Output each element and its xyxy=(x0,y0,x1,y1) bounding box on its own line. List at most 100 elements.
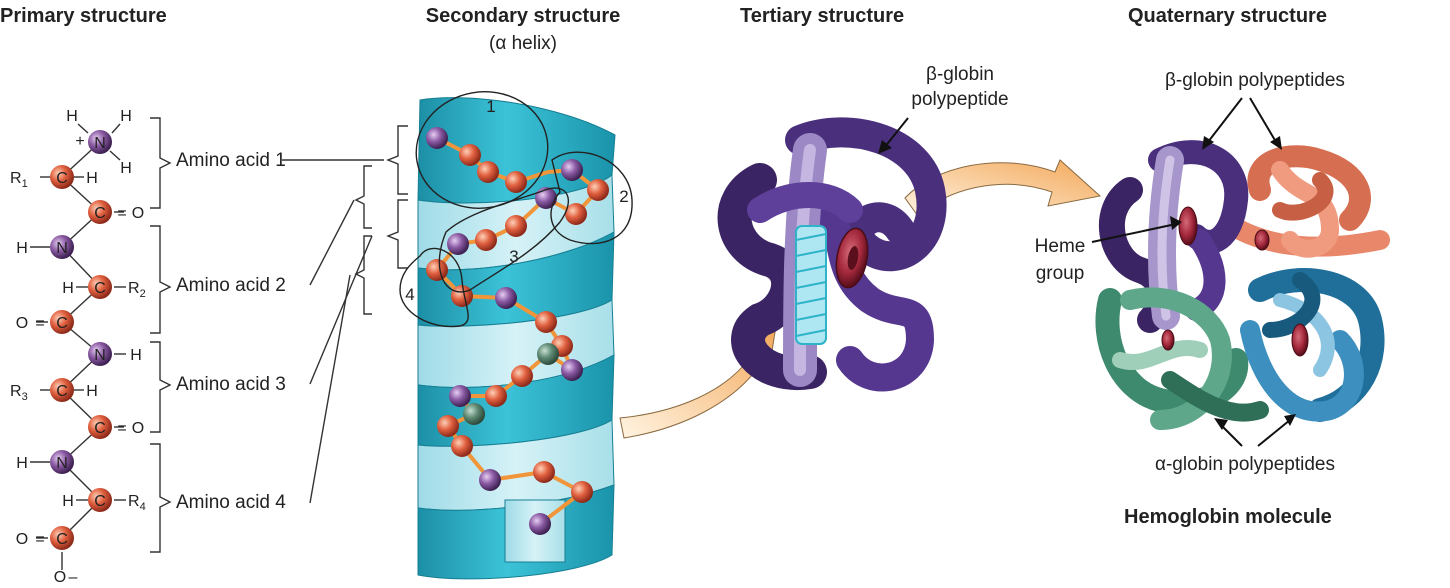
double-bond: = xyxy=(117,420,126,437)
amino-acid-4-label: Amino acid 4 xyxy=(176,492,286,513)
carbon-atom xyxy=(426,259,448,281)
carbon-atom xyxy=(50,526,74,550)
quaternary-heme-group xyxy=(1254,229,1270,251)
r2-group: R2 xyxy=(128,280,146,300)
atom-letter: C xyxy=(94,493,106,510)
carbon-atom xyxy=(88,415,112,439)
amino-acid-brackets xyxy=(150,117,408,553)
oxygen-label: O xyxy=(132,205,144,222)
nitrogen-atom xyxy=(449,385,471,407)
alpha-helix-ribbon xyxy=(417,97,616,580)
hydrogen-label: H xyxy=(62,493,74,510)
carbon-atom xyxy=(535,311,557,333)
carbon-atom xyxy=(451,285,473,307)
carbon-atom xyxy=(437,415,459,437)
atom-letter: N xyxy=(94,135,106,152)
quaternary-structure-title: Quaternary structure xyxy=(1128,5,1327,27)
pointer-arrowheads xyxy=(878,136,1296,430)
carbon-atom xyxy=(50,165,74,189)
oxygen-label: O xyxy=(132,420,144,437)
tertiary-structure-title: Tertiary structure xyxy=(740,5,905,27)
nitrogen-atom xyxy=(426,127,448,149)
oxygen-label: O xyxy=(16,531,28,548)
amino-acid-2-label: Amino acid 2 xyxy=(176,275,286,296)
secondary-structure-title: Secondary structure xyxy=(425,5,621,27)
alpha-globin-polypeptides-label: α-globin polypeptides xyxy=(1155,454,1335,475)
hydrogen-label: H xyxy=(130,347,142,364)
r4-group: R4 xyxy=(128,493,146,513)
hydrogen-label: H xyxy=(62,280,74,297)
double-bond: = xyxy=(35,315,44,332)
atom-letter: C xyxy=(56,383,68,400)
hydrogen-label: H xyxy=(86,170,98,187)
helix-number-1: 1 xyxy=(486,97,495,116)
pointer-lines xyxy=(883,97,1291,447)
heme-group-label-line2: group xyxy=(1035,263,1085,284)
helix-number-3: 3 xyxy=(509,247,518,266)
oxygen-label: O xyxy=(16,315,28,332)
nitrogen-atom xyxy=(447,233,469,255)
carbon-atom xyxy=(50,310,74,334)
carbon-atom xyxy=(88,275,112,299)
atom-letter: C xyxy=(56,170,68,187)
hydrogen-label: H xyxy=(66,108,78,125)
carbon-atom xyxy=(451,435,473,457)
nitrogen-atom xyxy=(495,287,517,309)
quaternary-beta-globin-2 xyxy=(1230,145,1390,258)
side-group-atom xyxy=(463,403,485,425)
quaternary-alpha-globin-1 xyxy=(1095,287,1269,430)
heme-group-label-line1: Heme xyxy=(1034,236,1086,257)
oxygen-label: O xyxy=(54,569,66,586)
carbon-atom xyxy=(485,385,507,407)
hydrogen-label: H xyxy=(16,455,28,472)
side-group-atom xyxy=(537,343,559,365)
helix-atoms xyxy=(426,127,609,535)
carbon-atom xyxy=(533,461,555,483)
r3-group: R3 xyxy=(10,383,28,403)
nitrogen-atom xyxy=(50,450,74,474)
primary-structure xyxy=(30,123,126,570)
carbon-atom xyxy=(505,171,527,193)
atom-letter: N xyxy=(94,347,106,364)
hydrogen-label: H xyxy=(86,383,98,400)
hydrogen-label: H xyxy=(120,108,132,125)
minus-charge: – xyxy=(69,569,78,586)
quaternary-heme-group xyxy=(1161,329,1175,351)
r1-group: R1 xyxy=(10,170,28,190)
carbon-atom xyxy=(511,365,533,387)
nitrogen-atom xyxy=(561,159,583,181)
tertiary-beta-globin xyxy=(717,117,947,392)
arrow-tertiary-to-quaternary xyxy=(904,159,1102,217)
carbon-atom xyxy=(477,161,499,183)
atom-letter: C xyxy=(94,280,106,297)
tertiary-heme-inner xyxy=(847,246,859,270)
quaternary-heme-group xyxy=(1178,206,1198,246)
beta-globin-polypeptides-label: β-globin polypeptides xyxy=(1165,70,1345,91)
atom-letter: C xyxy=(94,205,106,222)
beta-globin-polypeptide-label-line2: polypeptide xyxy=(911,89,1009,110)
hydrogen-label: H xyxy=(120,160,132,177)
carbon-atom xyxy=(88,488,112,512)
hemoglobin-molecule-label: Hemoglobin molecule xyxy=(1124,506,1332,528)
r-groups: R1 R2 R3 R4 xyxy=(10,170,146,513)
quaternary-heme-group xyxy=(1291,323,1309,357)
atom-letter: N xyxy=(56,455,68,472)
secondary-structure-subtitle: (α helix) xyxy=(489,33,557,54)
nitrogen-atom xyxy=(50,235,74,259)
nitrogen-atom xyxy=(529,513,551,535)
nitrogen-atom xyxy=(561,359,583,381)
carbon-atom xyxy=(565,203,587,225)
primary-structure-title: Primary structure xyxy=(0,5,167,27)
nitrogen-atom xyxy=(479,469,501,491)
amino-acid-1-label: Amino acid 1 xyxy=(176,150,286,171)
helix-amino-acid-outlines xyxy=(399,91,633,328)
primary-atom-letters: N C C N C C N C C N C C H H H + H = O H … xyxy=(16,108,144,586)
double-bond: = xyxy=(117,205,126,222)
quaternary-alpha-globin-2 xyxy=(1240,268,1385,422)
carbon-atom xyxy=(50,378,74,402)
helix-number-2: 2 xyxy=(619,187,628,206)
atom-letter: C xyxy=(56,531,68,548)
helix-numbers: 1 2 3 4 xyxy=(405,97,628,304)
tertiary-helix-segment xyxy=(795,225,827,345)
